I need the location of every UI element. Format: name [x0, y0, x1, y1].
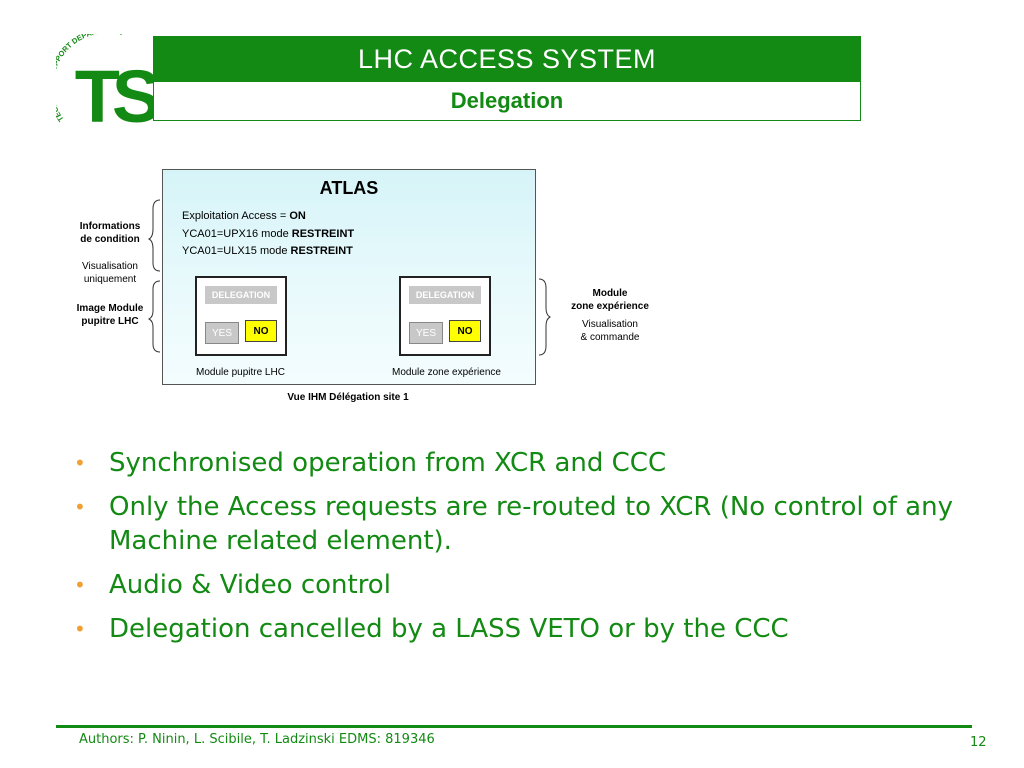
bullet-item: •Audio & Video control [74, 570, 391, 600]
bullet-dot-icon: • [74, 495, 86, 519]
logo-letters: TS [75, 55, 154, 130]
bullet-item: •Delegation cancelled by a LASS VETO or … [74, 614, 789, 644]
no-button[interactable]: NO [449, 320, 481, 342]
slide-title: LHC ACCESS SYSTEM [357, 43, 657, 74]
footer-divider [56, 725, 972, 728]
yes-button[interactable]: YES [409, 322, 443, 344]
slide-subtitle-bar: Delegation [153, 82, 861, 121]
module-header: DELEGATION [205, 286, 277, 304]
bullet-dot-icon: • [74, 573, 86, 597]
module-label-zone: Module zone expérience [392, 367, 501, 378]
bullet-list: •Synchronised operation from XCR and CCC… [74, 446, 974, 656]
footer-authors: Authors: P. Ninin, L. Scibile, T. Ladzin… [79, 732, 435, 747]
condition-exploitation: Exploitation Access = ON [182, 210, 306, 222]
no-button[interactable]: NO [245, 320, 277, 342]
module-zone-experience: DELEGATION YES NO [399, 276, 491, 356]
annotation-image-module: Image Module pupitre LHC [76, 303, 144, 327]
slide-title-bar: LHC ACCESS SYSTEM [153, 36, 861, 82]
annotation-visualisation: Visualisation uniquement [82, 261, 138, 285]
annotation-module-zone: Module zone expérience [571, 288, 649, 312]
condition-upx16: YCA01=UPX16 mode RESTREINT [182, 228, 355, 240]
annotation-informations: Informations de condition [79, 221, 141, 245]
annotation-visualisation-commande: Visualisation & commande [580, 319, 640, 343]
delegation-figure: Informations de condition Visualisation … [60, 165, 680, 415]
bullet-dot-icon: • [74, 451, 86, 475]
yes-button[interactable]: YES [205, 322, 239, 344]
right-brace-icon [538, 278, 551, 356]
slide-subtitle: Delegation [450, 88, 564, 113]
ts-department-logo: TECHNICAL SUPPORT DEPARTMENT TS [56, 34, 154, 130]
atlas-panel: ATLAS Exploitation Access = ON YCA01=UPX… [162, 169, 536, 385]
module-label-pupitre: Module pupitre LHC [196, 367, 285, 378]
module-pupitre-lhc: DELEGATION YES NO [195, 276, 287, 356]
panel-title: ATLAS [319, 178, 379, 198]
bullet-dot-icon: • [74, 617, 86, 641]
figure-caption: Vue IHM Délégation site 1 [287, 392, 409, 403]
bullet-item: •Synchronised operation from XCR and CCC [74, 448, 667, 478]
bullet-item: •Only the Access requests are re-routed … [74, 492, 953, 556]
condition-ulx15: YCA01=ULX15 mode RESTREINT [182, 245, 353, 257]
module-header: DELEGATION [409, 286, 481, 304]
left-brace-icon [148, 199, 161, 353]
page-number: 12 [970, 735, 987, 750]
